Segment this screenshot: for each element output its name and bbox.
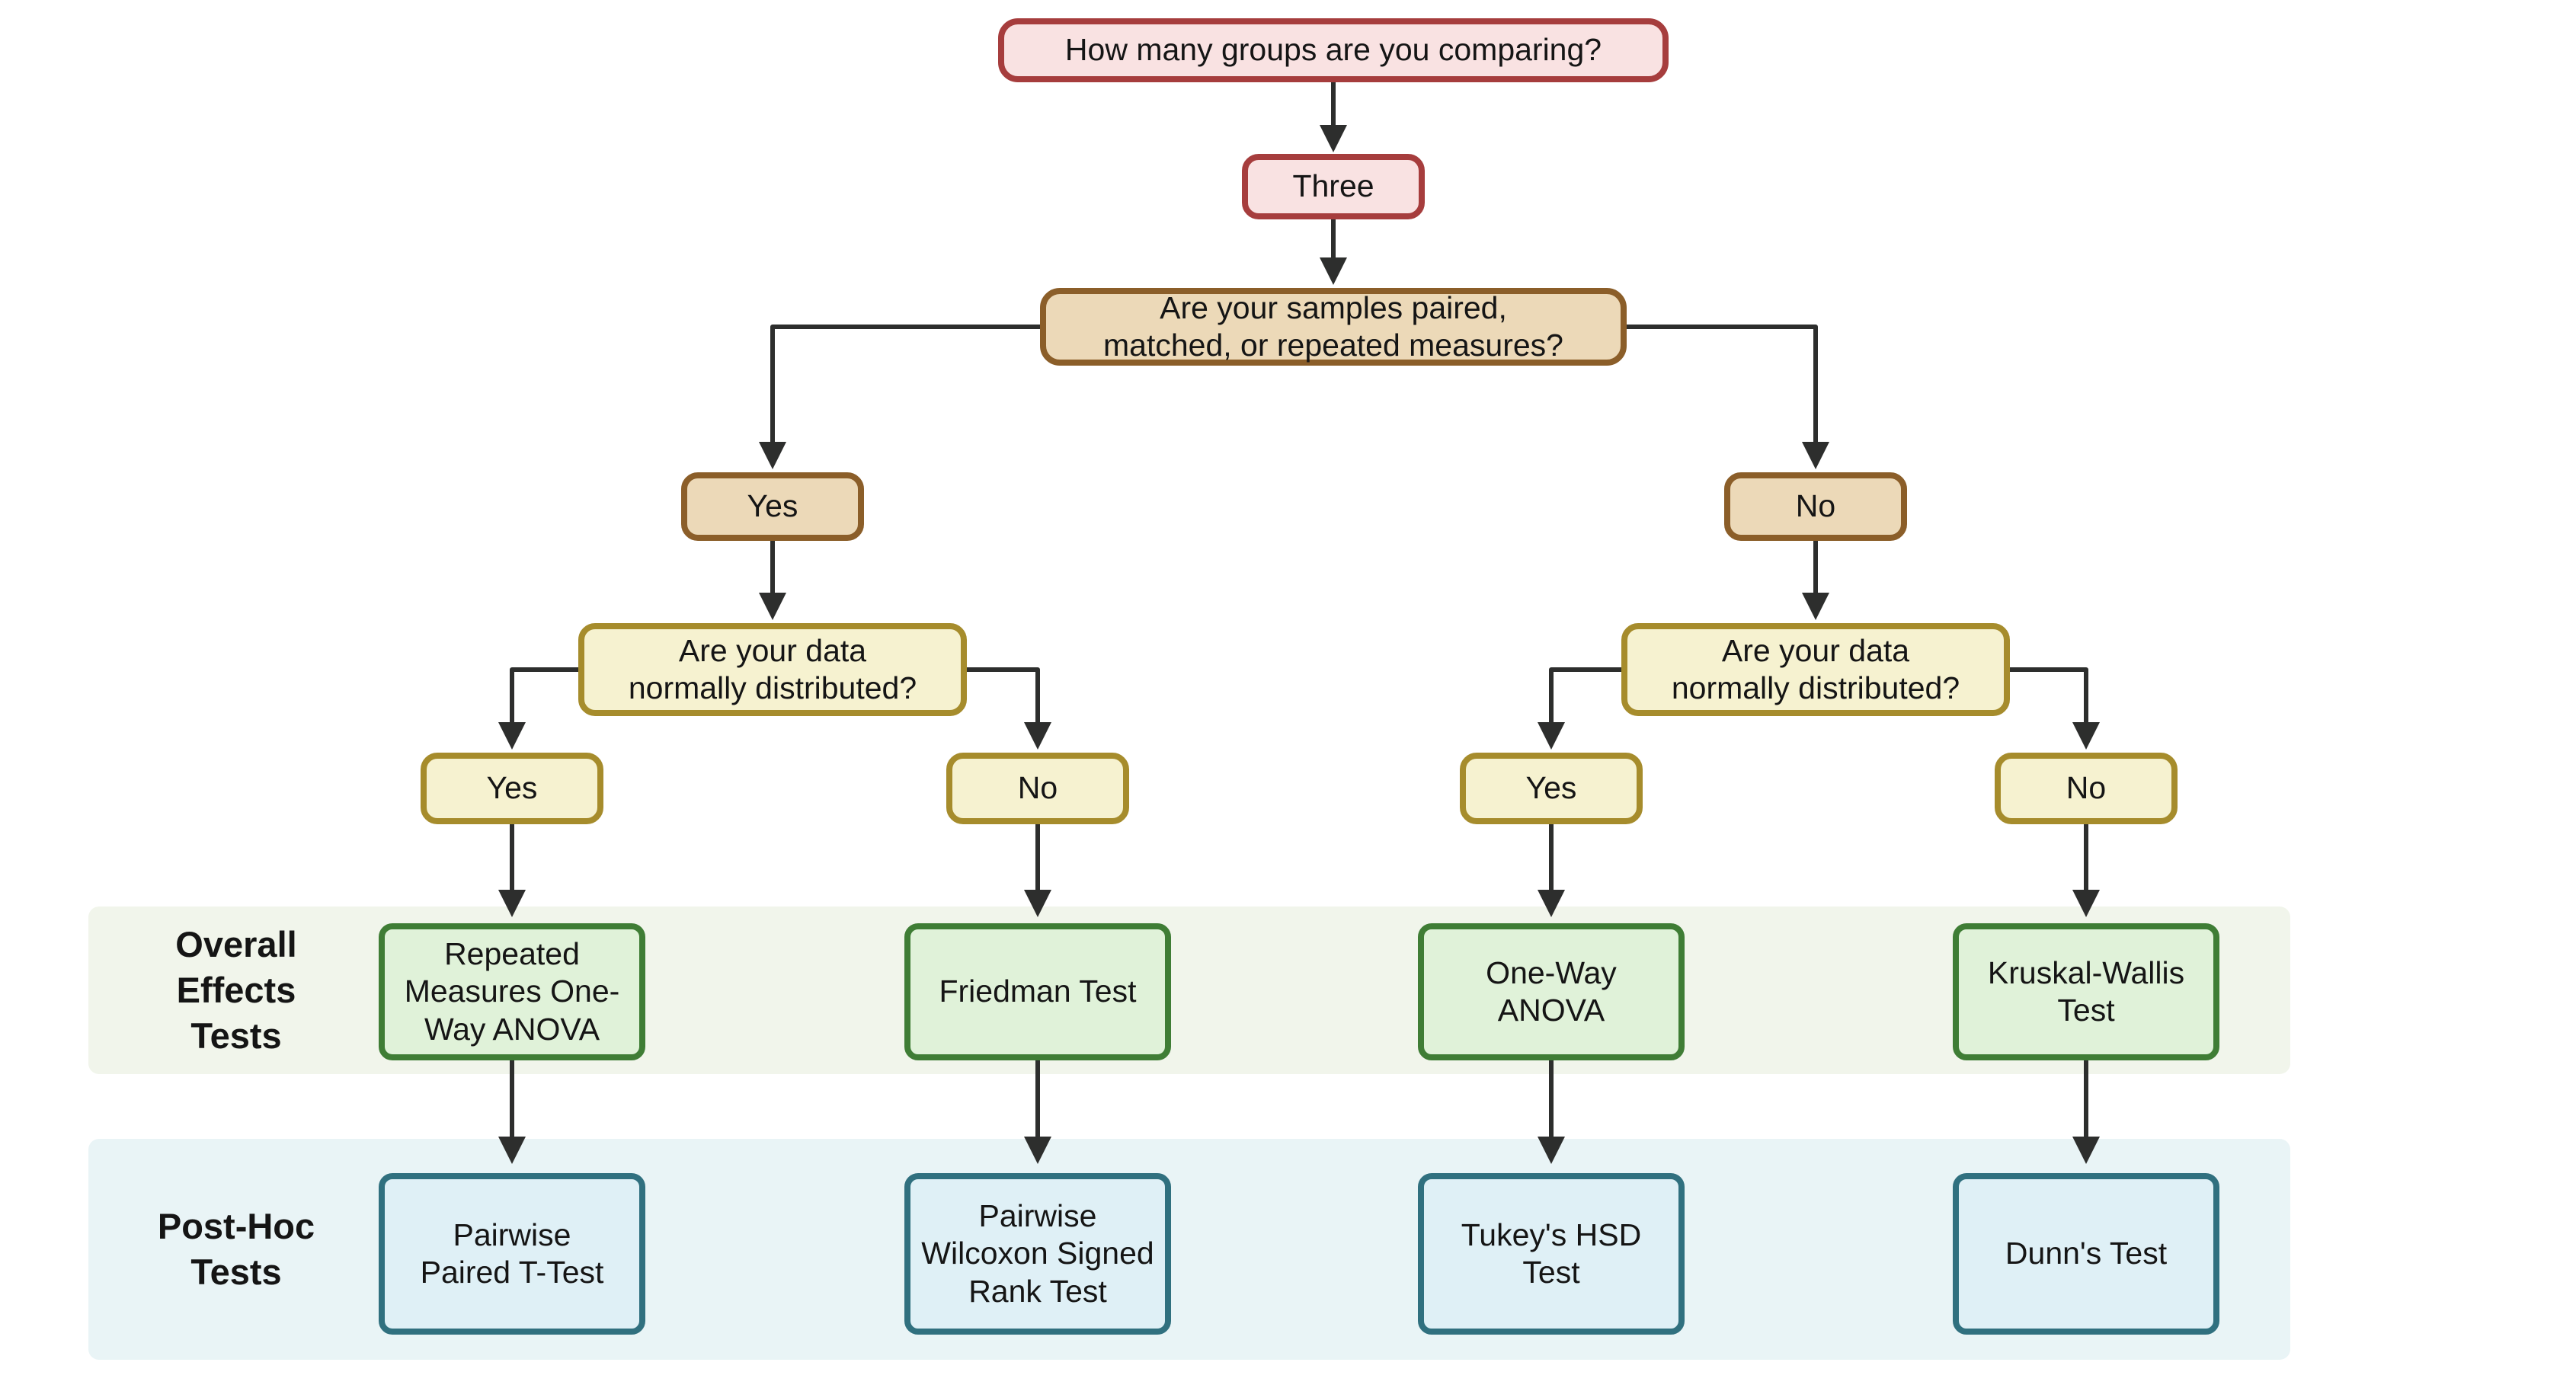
arrow-normal-right-to-yes [1549,667,1621,724]
arrow-normal-right-to-no [2010,667,2088,724]
node-paired-yes: Yes [681,472,864,541]
node-paired-samples-question: Are your samples paired, matched, or rep… [1040,288,1627,366]
node-normal-left-no: No [946,753,1129,824]
arrow-normal-left-to-yes [510,667,578,724]
arrow-paired-to-no [1627,325,1818,443]
node-pairwise-wilcoxon-test: Pairwise Wilcoxon Signed Rank Test [904,1173,1171,1335]
node-tukeys-hsd-test: Tukey's HSD Test [1418,1173,1685,1335]
arrow-normal-left-to-no [967,667,1040,724]
node-normality-question-right: Are your data normally distributed? [1621,623,2010,716]
node-one-way-anova: One-Way ANOVA [1418,923,1685,1060]
node-normal-right-yes: Yes [1460,753,1643,824]
node-paired-no: No [1724,472,1907,541]
arrow-paired-to-yes [770,325,1040,443]
overall-effects-row-label: Overall Effects Tests [175,923,297,1057]
node-how-many-groups-question: How many groups are you comparing? [998,18,1669,82]
node-repeated-measures-anova: Repeated Measures One- Way ANOVA [379,923,645,1060]
node-friedman-test: Friedman Test [904,923,1171,1060]
node-normal-left-yes: Yes [421,753,603,824]
node-pairwise-paired-t-test: Pairwise Paired T-Test [379,1173,645,1335]
node-normal-right-no: No [1995,753,2178,824]
node-normality-question-left: Are your data normally distributed? [578,623,967,716]
node-answer-three: Three [1242,154,1425,219]
post-hoc-row-label: Post-Hoc Tests [157,1205,315,1292]
node-dunns-test: Dunn's Test [1953,1173,2219,1335]
node-kruskal-wallis-test: Kruskal-Wallis Test [1953,923,2219,1060]
